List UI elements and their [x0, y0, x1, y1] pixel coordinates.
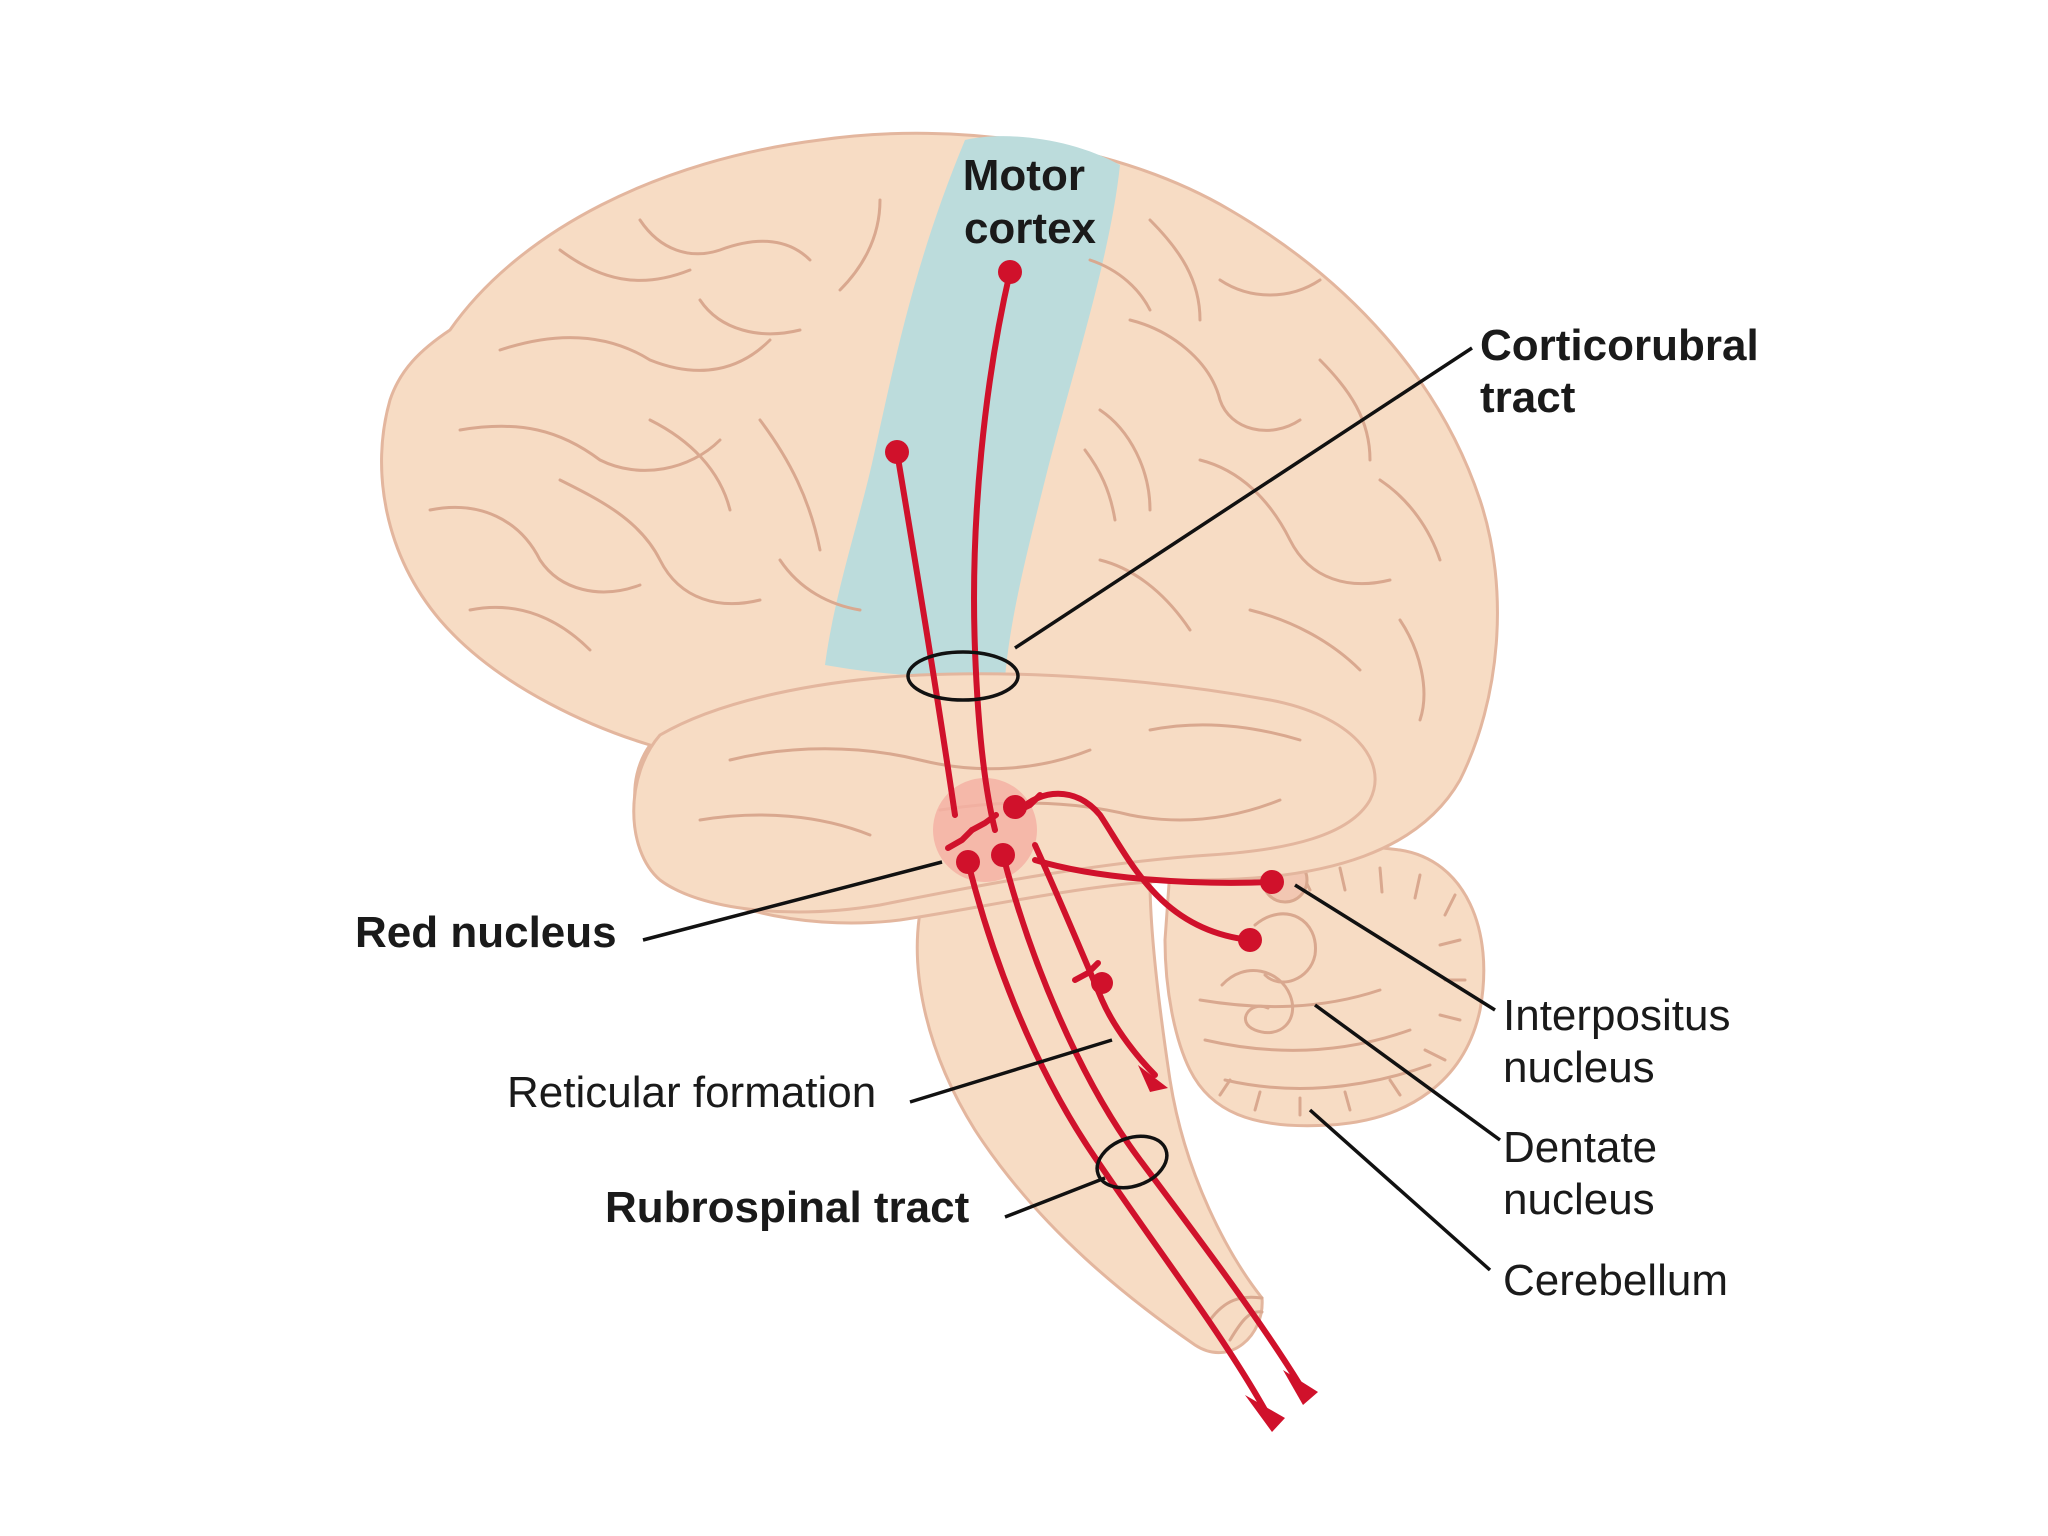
corticorubral-tract-marker: [906, 650, 1020, 702]
fiber-pathways: [885, 260, 1318, 1432]
corticorubral-tract-label: Corticorubral tract: [1480, 321, 1771, 422]
dentate-to-red-nucleus: [1017, 790, 1253, 943]
cortical-gyri: [428, 198, 1442, 837]
arrowhead-1: [1245, 1395, 1285, 1432]
dentate-neuron: [1238, 928, 1262, 952]
rubrospinal-tract-label: Rubrospinal tract: [605, 1183, 970, 1232]
brainstem: [915, 878, 1264, 1355]
red-nucleus-label: Red nucleus: [355, 908, 617, 957]
motor-cortex-neuron-1: [998, 260, 1022, 284]
interpositus-to-red-nucleus: [1032, 857, 1275, 886]
rubrospinal-fiber-2: [1000, 852, 1303, 1388]
arrowhead-3: [1138, 1065, 1168, 1092]
reticular-formation-label: Reticular formation: [507, 1068, 876, 1117]
rubrospinal-fiber-1: [965, 859, 1268, 1413]
corticorubral-fiber-2: [894, 449, 958, 818]
leader-lines: [642, 346, 1502, 1272]
motor-cortex-neuron-2: [885, 440, 909, 464]
motor-cortex-label: Motor cortex: [963, 151, 1097, 253]
rubrospinal-tract-marker: [1095, 1134, 1169, 1190]
cerebellum-label: Cerebellum: [1503, 1256, 1728, 1305]
arrowhead-2: [1283, 1370, 1318, 1405]
dentate-nucleus-label: Dentate nucleus: [1503, 1123, 1669, 1224]
reticular-branch: [1032, 842, 1158, 1078]
dentate-nucleus: [1220, 969, 1295, 1035]
corticorubral-fiber-1: [971, 269, 1013, 833]
interpositus-neuron: [1260, 870, 1284, 894]
motor-cortex-region: [825, 136, 1120, 679]
cerebellum: [1163, 844, 1486, 1128]
interpositus-nucleus-label: Interpositus nucleus: [1503, 991, 1743, 1092]
